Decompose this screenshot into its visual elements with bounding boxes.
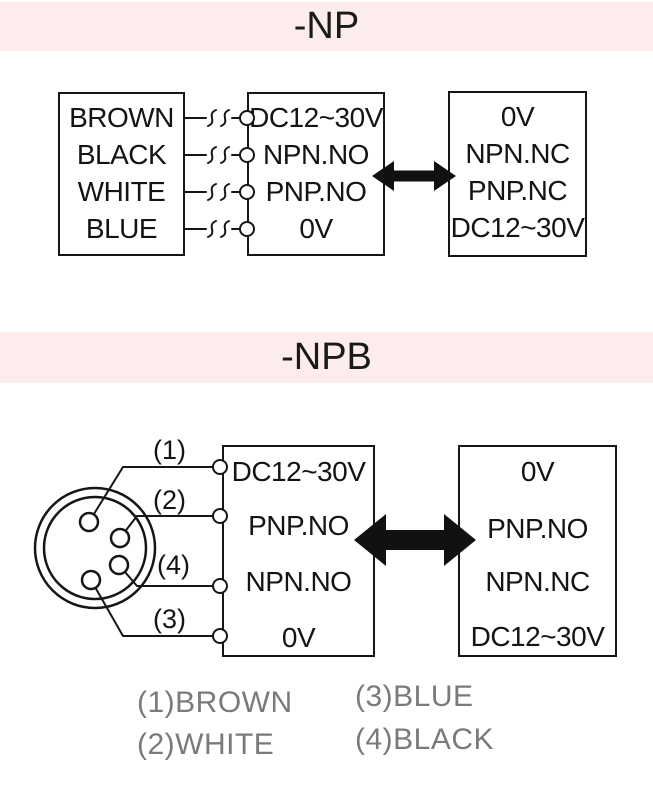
- np-wire-color-box: BROWN BLACK WHITE BLUE: [58, 92, 185, 256]
- section-npb-banner: -NPB: [0, 332, 653, 383]
- npb-no-state-box: DC12~30V PNP.NO NPN.NO 0V: [222, 445, 375, 657]
- npb-connector-icon: [33, 486, 157, 610]
- np-wire-black-label: BLACK: [76, 139, 167, 170]
- wire-break-icon: [220, 109, 230, 127]
- connector-pin-1-icon: [78, 511, 100, 533]
- npb-no-row-npn: NPN.NO: [245, 566, 352, 597]
- np-nc-row-0v: 0V: [500, 101, 535, 132]
- np-nc-row-pnp: PNP.NC: [467, 175, 568, 206]
- npb-nc-row-0v: 0V: [520, 456, 555, 487]
- connector-pin-3-icon: [108, 554, 130, 576]
- npb-nc-row-power: DC12~30V: [470, 621, 605, 652]
- np-wire-blue-label: BLUE: [85, 213, 158, 244]
- section-np-title: -NP: [293, 5, 360, 47]
- wire-break-icon: [220, 183, 230, 201]
- section-npb-title: -NPB: [281, 336, 372, 378]
- np-nc-row-npn: NPN.NC: [465, 138, 570, 169]
- legend-pin2-white: (2)WHITE: [137, 728, 275, 761]
- wire-break-icon: [220, 220, 230, 238]
- section-np-banner: -NP: [0, 2, 653, 51]
- wire-break-icon: [207, 220, 217, 238]
- np-wires: [184, 109, 241, 238]
- npb-no-row-0v: 0V: [281, 622, 316, 653]
- npb-no-row-pnp: PNP.NO: [248, 510, 349, 541]
- wire-break-icon: [207, 109, 217, 127]
- legend-pin3-blue: (3)BLUE: [355, 680, 474, 713]
- npb-no-row-power: DC12~30V: [231, 456, 366, 487]
- np-no-row-power: DC12~30V: [249, 102, 383, 133]
- npb-pin-label-1: (1): [153, 435, 186, 465]
- wire-break-icon: [220, 146, 230, 164]
- npb-connector-pins: [78, 511, 131, 591]
- wire-break-icon: [207, 146, 217, 164]
- connector-pin-4-icon: [80, 569, 102, 591]
- npb-nc-state-box: 0V PNP.NO NPN.NC DC12~30V: [458, 445, 617, 657]
- np-no-row-npn: NPN.NO: [263, 139, 369, 170]
- np-nc-state-box: 0V NPN.NC PNP.NC DC12~30V: [448, 91, 587, 257]
- npb-wires: [88, 466, 213, 637]
- npb-pin-label-4: (4): [157, 550, 190, 580]
- np-wire-brown-label: BROWN: [69, 102, 174, 133]
- np-no-row-0v: 0V: [299, 213, 333, 244]
- npb-nc-row-npn: NPN.NC: [485, 566, 590, 597]
- connector-pin-2-icon: [109, 527, 131, 549]
- wire-break-icon: [207, 183, 217, 201]
- legend-pin1-brown: (1)BROWN: [137, 686, 293, 719]
- npb-nc-row-pnp: PNP.NO: [487, 513, 588, 544]
- np-no-row-pnp: PNP.NO: [265, 176, 367, 207]
- np-nc-row-power: DC12~30V: [450, 212, 585, 243]
- np-no-state-box: DC12~30V NPN.NO PNP.NO 0V: [247, 92, 385, 256]
- np-wire-white-label: WHITE: [77, 176, 166, 207]
- npb-pin-label-3: (3): [153, 604, 186, 634]
- legend-pin4-black: (4)BLACK: [355, 723, 495, 756]
- npb-pin-label-2: (2): [153, 485, 186, 515]
